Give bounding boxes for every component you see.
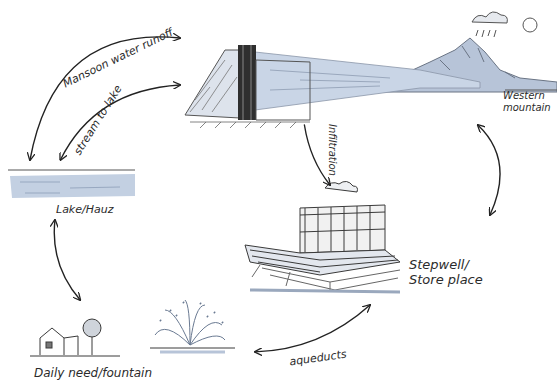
fountain-node: Daily need/fountain (25, 300, 255, 385)
mountain-node: Western mountain (180, 25, 557, 125)
flow-arrow (478, 125, 500, 215)
flow-arrow (30, 37, 180, 160)
flow-arrow (54, 220, 80, 300)
edge-label: aqueducts (289, 348, 348, 369)
dam-sketch (185, 45, 310, 128)
lake-node: Lake/Hauz (5, 160, 140, 220)
node-label: Western mountain (503, 90, 557, 113)
node-label: Daily need/fountain (34, 367, 254, 381)
flow-arrow (304, 125, 330, 185)
lake-sketch (8, 170, 135, 198)
node-label: Lake/Hauz (56, 204, 141, 217)
house-sketch (30, 319, 120, 356)
stepwell-node: Stepwell/ Store place (240, 185, 490, 305)
flow-arrow (255, 305, 370, 352)
stepwell-sketch (245, 181, 400, 292)
node-label: Stepwell/ Store place (409, 258, 489, 288)
water-channel (255, 52, 480, 110)
sky-sketch (472, 12, 537, 37)
edge-label: Mansoon water runoff (61, 26, 175, 91)
edge-label: stream to lake (71, 83, 124, 158)
edge-label: Infiltration (327, 124, 338, 176)
fountain-sketch (150, 300, 235, 352)
